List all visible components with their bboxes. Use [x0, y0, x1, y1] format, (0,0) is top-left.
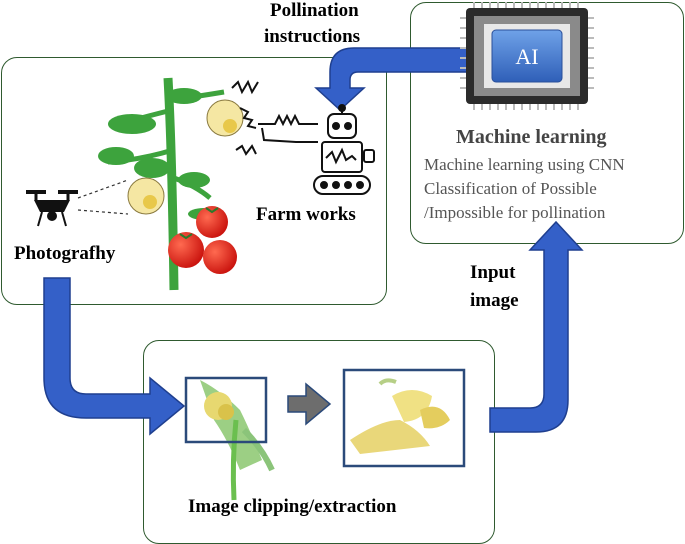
- robot-arm-icon: [231, 79, 318, 156]
- image-label: image: [470, 290, 519, 311]
- input-label: Input: [470, 262, 516, 283]
- tomato-icon: [168, 206, 237, 274]
- farm-works-label: Farm works: [256, 204, 356, 225]
- ai-chip-label: AI: [515, 44, 538, 69]
- ai-chip-icon: [460, 2, 594, 110]
- ml-line-1: Machine learning using CNN: [424, 155, 625, 174]
- clipping-label: Image clipping/extraction: [188, 496, 397, 517]
- clipping-frame: [184, 376, 268, 444]
- drone-icon: [26, 179, 129, 227]
- instruction-arrow: [314, 47, 471, 112]
- clipped-flower-image: [342, 368, 466, 468]
- ml-line-3: /Impossible for pollination: [424, 203, 606, 222]
- clipping-to-ml-arrow: [489, 220, 584, 433]
- photography-label: Photografhy: [14, 243, 116, 264]
- ml-line-2: Classification of Possible: [424, 179, 597, 198]
- instructions-label: instructions: [264, 26, 361, 47]
- processing-arrow-icon: [287, 382, 332, 426]
- clipping-source-image: [184, 376, 275, 501]
- flower-icon: [127, 99, 244, 215]
- robot-icon: [313, 104, 375, 195]
- ml-title: Machine learning: [456, 126, 607, 148]
- pollination-label: Pollination: [270, 0, 359, 21]
- photography-to-clipping-arrow: [43, 277, 186, 436]
